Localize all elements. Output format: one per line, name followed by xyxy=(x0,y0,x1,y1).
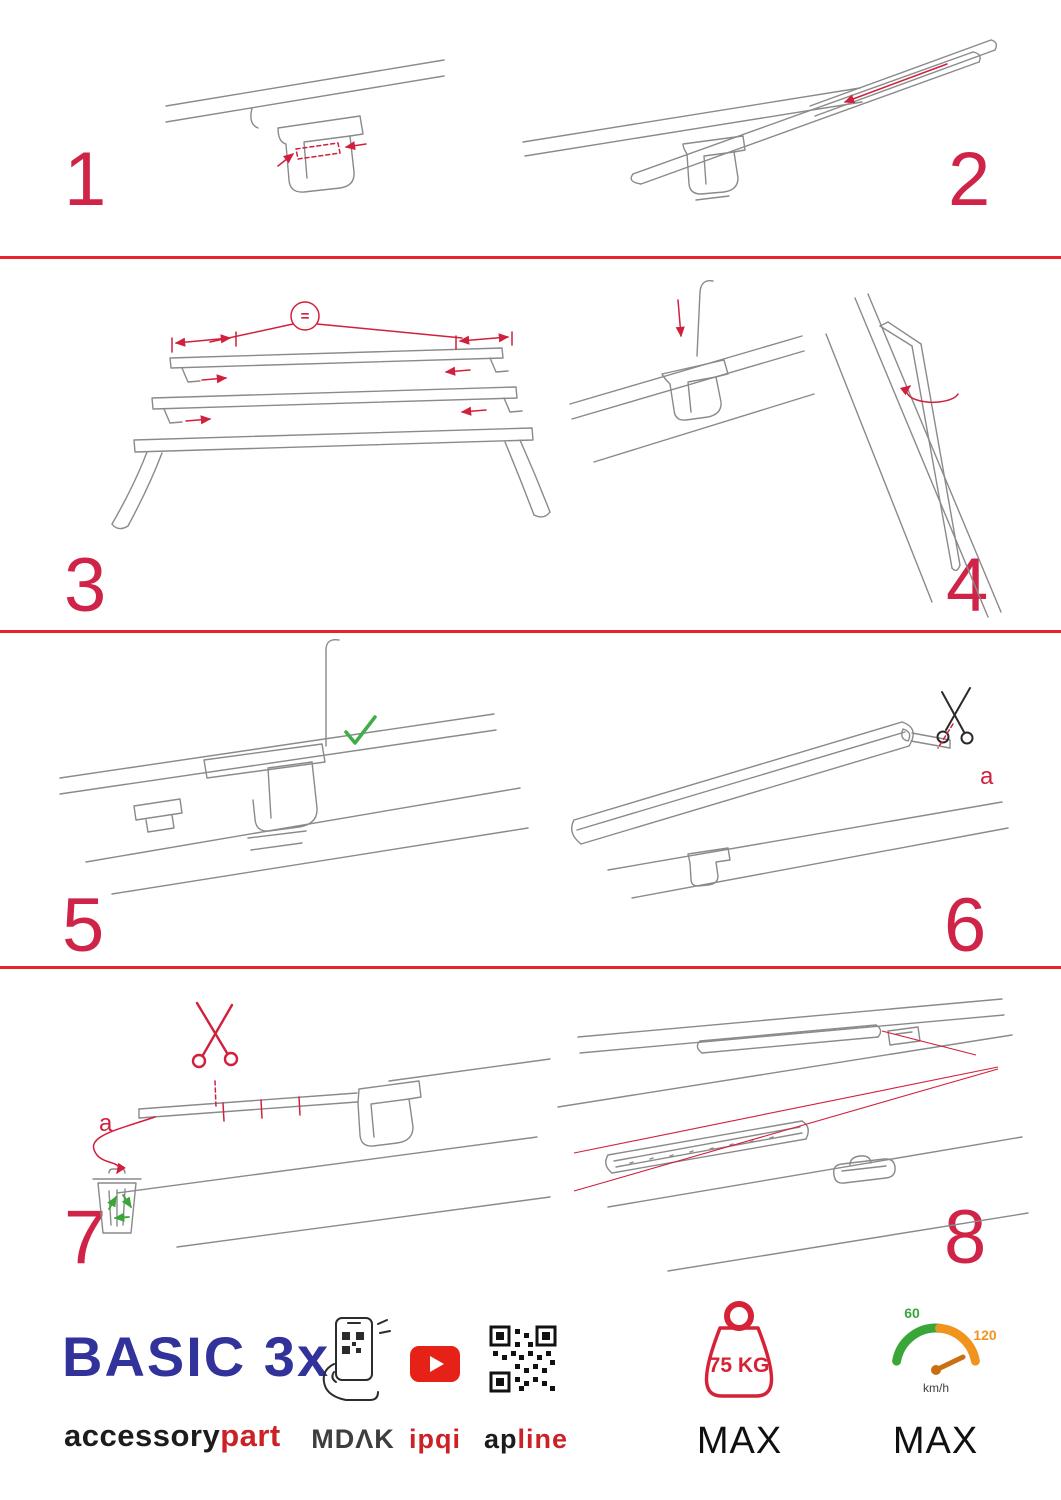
bar-slide-drawing xyxy=(522,39,998,201)
step-6-illustration: a xyxy=(550,672,1015,907)
step-5-illustration xyxy=(50,636,530,908)
cut-strap-drawing: a xyxy=(571,687,1009,899)
step-3-number: 3 xyxy=(64,543,107,628)
strap-and-clamp-lines xyxy=(116,1058,551,1248)
cut-point-label-6: a xyxy=(980,763,994,790)
clamp-and-allen-key-lines xyxy=(569,280,1002,618)
tighten-drawing xyxy=(569,280,1002,618)
correct-fit-drawing xyxy=(59,639,529,895)
step-1-number: 1 xyxy=(64,137,107,222)
step-8-number: 8 xyxy=(944,1195,987,1280)
insert-pad-arrows xyxy=(277,141,367,167)
brand-name: accessorypart xyxy=(64,1418,281,1454)
step-1-illustration xyxy=(160,48,450,238)
max-weight-icon: 75 KG xyxy=(682,1296,797,1411)
step-8-illustration xyxy=(550,975,1030,1283)
insert-and-rotate-arrows xyxy=(675,299,959,404)
youtube-icon xyxy=(410,1346,460,1382)
weight-max-label: MAX xyxy=(696,1420,783,1462)
app-label: MDΛK xyxy=(311,1424,395,1454)
dimension-arrows xyxy=(171,301,513,425)
phone-screen-qr xyxy=(342,1332,364,1354)
step-4-number: 4 xyxy=(946,543,989,628)
phone-qr-scan-icon xyxy=(312,1312,398,1408)
equal-spacing-drawing: = xyxy=(111,301,551,530)
section-divider-1 xyxy=(0,256,1061,259)
step-7-number: 7 xyxy=(64,1195,107,1280)
step-3-illustration: = xyxy=(50,280,560,542)
speed-high-tick: 120 xyxy=(973,1327,997,1343)
qr-site-label-black: ap xyxy=(483,1424,518,1454)
speed-unit-label: km/h xyxy=(923,1381,949,1395)
clamp-assembly-lines xyxy=(59,639,529,895)
cut-line xyxy=(937,723,954,749)
qr-code-icon xyxy=(488,1324,558,1394)
section-divider-3 xyxy=(0,966,1061,969)
step-7-illustration: a xyxy=(45,985,555,1263)
final-assembly-drawing xyxy=(557,998,1029,1272)
clamp-insert-drawing xyxy=(165,59,445,193)
recycle-icon xyxy=(107,1194,132,1223)
step-6-number: 6 xyxy=(944,883,987,968)
roof-rail-lines xyxy=(165,59,445,193)
step-5-number: 5 xyxy=(62,883,105,968)
qr-site-label-red: line xyxy=(517,1424,569,1454)
step-4-illustration xyxy=(560,272,1015,624)
equal-spacing-label: = xyxy=(301,308,310,325)
three-bars-lines xyxy=(111,347,551,530)
qr-site-label: apline xyxy=(478,1424,574,1455)
roof-and-bars-lines xyxy=(557,998,1029,1272)
discard-cutoff-drawing: a xyxy=(92,1001,551,1248)
slide-direction-arrow xyxy=(843,63,948,104)
check-icon xyxy=(344,715,377,745)
product-name: BASIC 3x xyxy=(62,1325,331,1388)
step-2-number: 2 xyxy=(948,137,991,222)
brand-name-black: accessory xyxy=(64,1418,221,1453)
weight-limit-value: 75 KG xyxy=(709,1354,770,1377)
cut-marks-and-discard-path xyxy=(92,1080,301,1175)
alignment-sight-lines xyxy=(573,1030,999,1192)
crossbar-and-clamp-lines xyxy=(522,39,998,201)
trash-bin-icon xyxy=(92,1168,142,1234)
video-channel-label: ipqi xyxy=(409,1424,461,1454)
cut-point-label-7: a xyxy=(99,1110,113,1137)
scissors-icon xyxy=(936,687,974,745)
red-scissors-icon xyxy=(191,1001,239,1069)
bar-tube-lines xyxy=(571,721,1009,899)
section-divider-2 xyxy=(0,630,1061,633)
step-2-illustration xyxy=(515,22,1010,222)
brand-name-red: part xyxy=(220,1418,281,1453)
speed-max-label: MAX xyxy=(892,1420,979,1462)
speedometer-icon: 60 120 km/h xyxy=(872,1294,1000,1412)
speed-low-tick: 60 xyxy=(904,1305,920,1321)
